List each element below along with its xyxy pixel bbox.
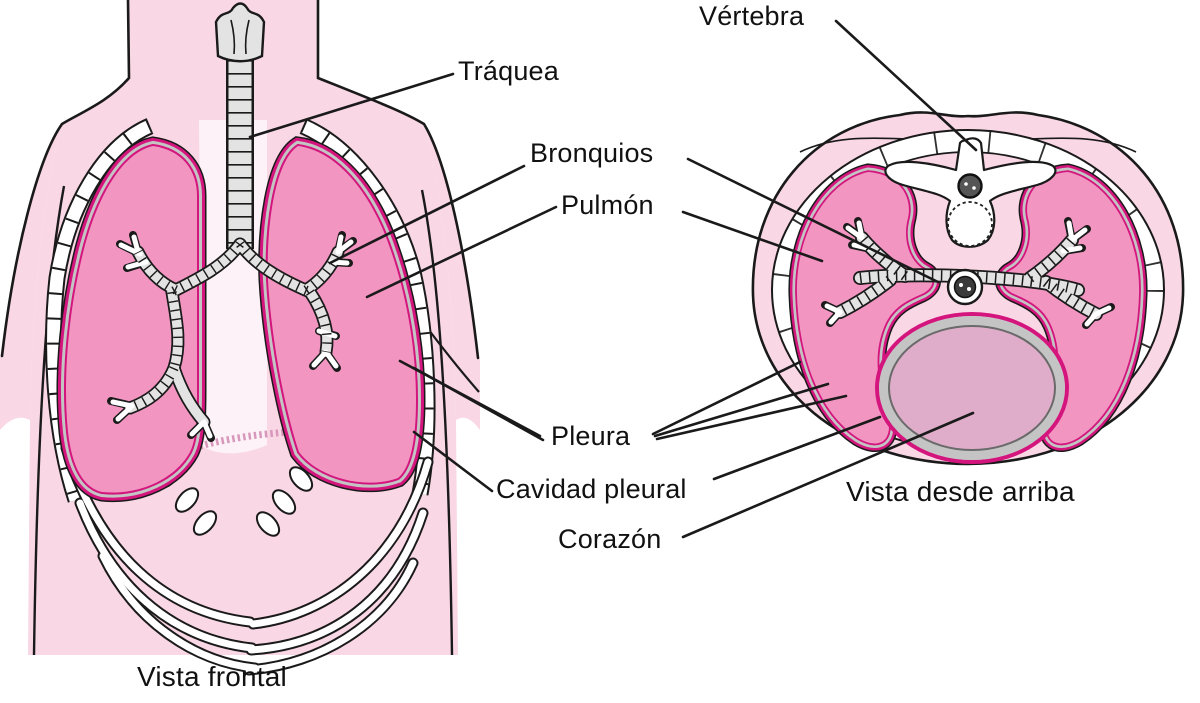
leader-pleura-right-1 [651,360,802,436]
label-pulmon: Pulmón [561,190,654,220]
leader-cavidad-left [412,430,494,493]
leader-pleura-left-2 [412,366,545,442]
label-corazon: Corazón [558,524,662,554]
label-traquea: Tráquea [458,56,559,86]
label-pleura: Pleura [551,421,631,451]
leader-corazon [681,411,975,539]
frontal-view [0,0,480,676]
leader-pulmon-left [365,205,558,299]
label-vertebra: Vértebra [699,1,805,31]
trachea [214,2,266,249]
heart [875,312,1069,464]
leader-bronquios-left [328,164,526,265]
leader-traquea [248,72,455,139]
spinal-canal [957,173,983,199]
caption-vista-frontal: Vista frontal [137,661,287,692]
leader-pleura-right-3 [655,394,848,441]
label-bronquios: Bronquios [530,138,654,168]
bronchial-tree [107,231,357,442]
diaphragm-line [199,427,419,450]
esophagus [946,268,984,306]
leader-cavidad-right [712,415,882,481]
vertebra [884,137,1057,248]
larynx [214,2,266,63]
label-cavidad-pleural: Cavidad pleural [496,474,687,504]
caption-vista-desde-arriba: Vista desde arriba [846,476,1075,507]
leader-lines [248,19,978,539]
top-view [751,111,1185,466]
leader-vertebra [834,19,978,152]
leader-pleura-right-2 [653,382,830,438]
leader-pulmon-right [681,210,824,263]
vertebral-body [947,201,993,247]
cross-bronchi [821,217,1115,329]
leader-bronquios-right [686,157,940,284]
